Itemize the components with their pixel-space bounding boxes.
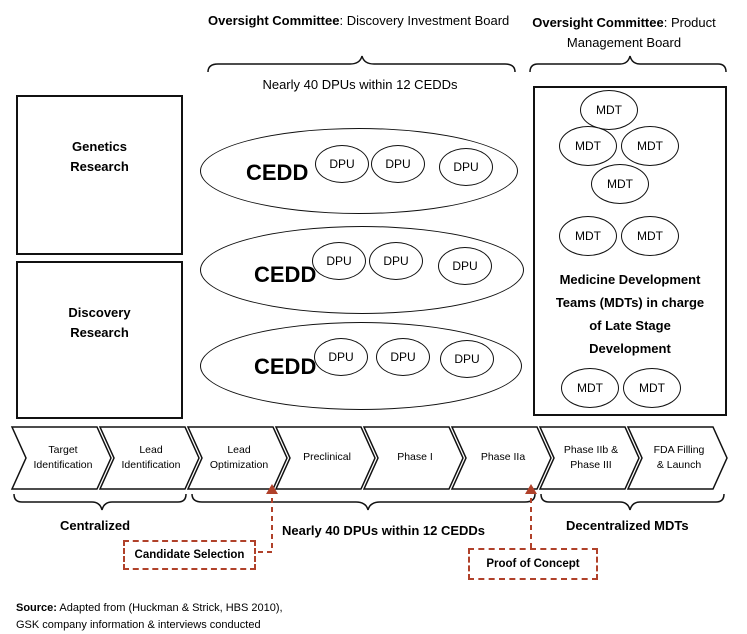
stage-chevron-4 [274,426,376,490]
cedd-label: CEDD [254,262,317,287]
right-committee-label: Oversight Committee [532,15,664,30]
left-committee-name: : Discovery Investment Board [339,13,510,28]
mdt-ellipse: MDT [623,368,681,408]
stage-chevron-2 [98,426,200,490]
dpu-ellipse: DPU [440,340,494,378]
stage-chevron-1 [10,426,112,490]
proof-of-concept-box: Proof of Concept [468,548,598,580]
genetics-research-box: Genetics Research [16,95,183,255]
stage-3-line2: Optimization [209,459,269,471]
dpu-ellipse: DPU [438,247,492,285]
stage-label-lead-optimization: Lead Optimization [198,443,280,473]
candidate-selection-box: Candidate Selection [123,540,256,570]
top-right-brace [529,55,727,73]
mdt-ellipse: MDT [621,126,679,166]
stage-label-lead-identification: Lead Identification [110,443,192,473]
stage-chevrons [10,426,728,490]
genetics-research-label-line1: Genetics [72,139,127,154]
source-line2: GSK company information & interviews con… [16,619,261,631]
decentralized-caption: Decentralized MDTs [566,518,689,533]
stage-7-line2: Phase III [570,459,612,471]
stage-chevron-5 [362,426,464,490]
stage-8-line2: & Launch [656,459,702,471]
stage-label-phase-2a: Phase IIa [462,450,544,465]
stage-4-line1: Preclinical [303,451,351,463]
mdt-panel: MDT MDT MDT MDT MDT MDT Medicine Develop… [533,86,727,416]
stage-1-line2: Identification [33,459,93,471]
discovery-research-label-line1: Discovery [68,305,131,320]
mdt-ellipse: MDT [580,90,638,130]
stage-7-line1: Phase IIb & [563,444,619,456]
stage-5-line1: Phase I [397,451,433,463]
dpu-ellipse: DPU [315,145,369,183]
stage-3-line1: Lead [227,444,251,456]
proof-of-concept-arrowhead [525,484,537,494]
right-committee-name-line1: : Product [663,15,716,30]
stage-label-preclinical: Preclinical [286,450,368,465]
stage-label-target-identification: Target Identification [22,443,104,473]
mdt-description: Medicine Development Teams (MDTs) in cha… [535,268,725,360]
stage-1-line1: Target [48,444,78,456]
top-left-brace [207,55,516,73]
mdt-ellipse: MDT [621,216,679,256]
dpu-ellipse: DPU [312,242,366,280]
dpu-ellipse: DPU [369,242,423,280]
genetics-research-label-line2: Research [70,159,129,174]
candidate-selection-arrowhead [266,484,278,494]
bottom-left-brace [13,493,187,511]
source-note: Source: Adapted from (Huckman & Strick, … [16,600,283,634]
stage-label-phase-1: Phase I [374,450,456,465]
stage-label-fda-filing-launch: FDA Filling & Launch [638,443,720,473]
top-brace-caption: Nearly 40 DPUs within 12 CEDDs [262,77,458,92]
source-label: Source: [16,602,57,614]
stage-chevron-7 [538,426,640,490]
mdt-ellipse: MDT [591,164,649,204]
left-committee-title: Oversight Committee: Discovery Investmen… [208,13,509,28]
mdt-ellipse: MDT [561,368,619,408]
mdt-description-line1: Medicine Development [559,272,701,287]
cedd-label: CEDD [254,354,317,379]
mdt-description-line4: Development [589,341,671,356]
centralized-caption: Centralized [60,518,131,533]
dpu-ellipse: DPU [439,148,493,186]
stage-2-line1: Lead [139,444,163,456]
mdt-description-line2: Teams (MDTs) in charge [555,295,705,310]
stage-6-line1: Phase IIa [480,451,526,463]
dpu-ellipse: DPU [371,145,425,183]
stage-chevron-8 [626,426,728,490]
cedd-label: CEDD [246,160,309,185]
candidate-selection-connector [256,498,273,553]
mdt-ellipse: MDT [559,216,617,256]
mdt-ellipse: MDT [559,126,617,166]
stage-8-line1: FDA Filling [653,444,705,456]
left-committee-label: Oversight Committee [208,13,340,28]
discovery-research-box: Discovery Research [16,261,183,419]
stage-chevron-6 [450,426,552,490]
dpu-ellipse: DPU [376,338,430,376]
discovery-research-label-line2: Research [70,325,129,340]
mdt-description-line3: of Late Stage [589,318,671,333]
source-line1: Adapted from (Huckman & Strick, HBS 2010… [56,602,283,614]
bottom-middle-brace [191,493,536,511]
bottom-right-brace [540,493,725,511]
stage-2-line2: Identification [121,459,181,471]
right-committee-name-line2: Management Board [566,35,682,50]
right-committee-title: Oversight Committee: Product Management … [524,13,724,53]
middle-caption: Nearly 40 DPUs within 12 CEDDs [282,523,486,538]
stage-label-phase-2b-3: Phase IIb & Phase III [550,443,632,473]
dpu-ellipse: DPU [314,338,368,376]
